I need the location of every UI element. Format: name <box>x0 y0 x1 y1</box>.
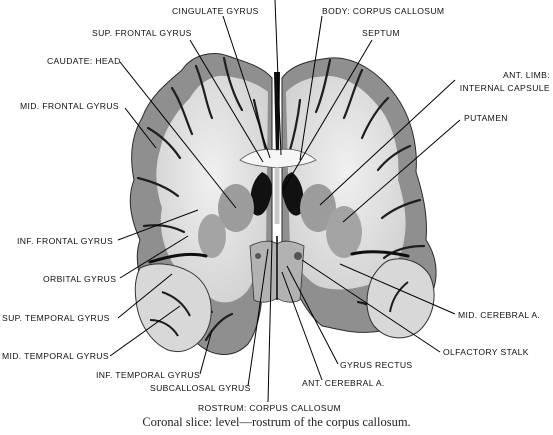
basal-frontal <box>249 236 305 303</box>
label-orbital-gyrus: ORBITAL GYRUS <box>43 274 117 284</box>
label-gyrus-rectus: GYRUS RECTUS <box>340 360 413 370</box>
label-caudate-head: CAUDATE: HEAD <box>47 56 121 66</box>
leader-lines <box>109 0 461 403</box>
label-septum: SEPTUM <box>362 28 400 38</box>
label-mid-temporal-gyrus: MID. TEMPORAL GYRUS <box>2 351 109 361</box>
label-rostrum-corpus-callosum: ROSTRUM: CORPUS CALLOSUM <box>198 403 342 413</box>
temporal-lobes <box>134 258 435 352</box>
label-mid-frontal-gyrus: MID. FRONTAL GYRUS <box>20 101 119 111</box>
white-matter <box>156 75 406 303</box>
label-subcallosal-gyrus: SUBCALLOSAL GYRUS <box>150 383 251 393</box>
sulci <box>136 56 426 342</box>
label-olfactory-stalk: OLFACTORY STALK <box>443 347 529 357</box>
label-putamen: PUTAMEN <box>464 113 508 123</box>
label-ant-limb-line1: ANT. LIMB: <box>503 70 550 80</box>
label-mid-cerebral-a: MID. CEREBRAL A. <box>458 310 541 320</box>
label-cingulate-gyrus: CINGULATE GYRUS <box>172 6 259 16</box>
label-ant-limb-line2: INTERNAL CAPSULE <box>459 83 550 93</box>
label-inf-temporal-gyrus: INF. TEMPORAL GYRUS <box>96 370 201 380</box>
label-body-corpus-callosum: BODY: CORPUS CALLOSUM <box>322 6 445 16</box>
lateral-fissures <box>148 250 410 264</box>
label-inf-frontal-gyrus: INF. FRONTAL GYRUS <box>17 236 114 246</box>
label-sup-temporal-gyrus: SUP. TEMPORAL GYRUS <box>2 313 110 323</box>
figure-caption: Coronal slice: level—rostrum of the corp… <box>142 415 411 429</box>
label-sup-frontal-gyrus: SUP. FRONTAL GYRUS <box>92 28 192 38</box>
label-ant-cerebral-a: ANT. CEREBRAL A. <box>302 378 385 388</box>
putamen-nuclei <box>198 206 362 258</box>
lateral-ventricles <box>250 172 304 216</box>
septum-pellucidum <box>274 168 280 224</box>
